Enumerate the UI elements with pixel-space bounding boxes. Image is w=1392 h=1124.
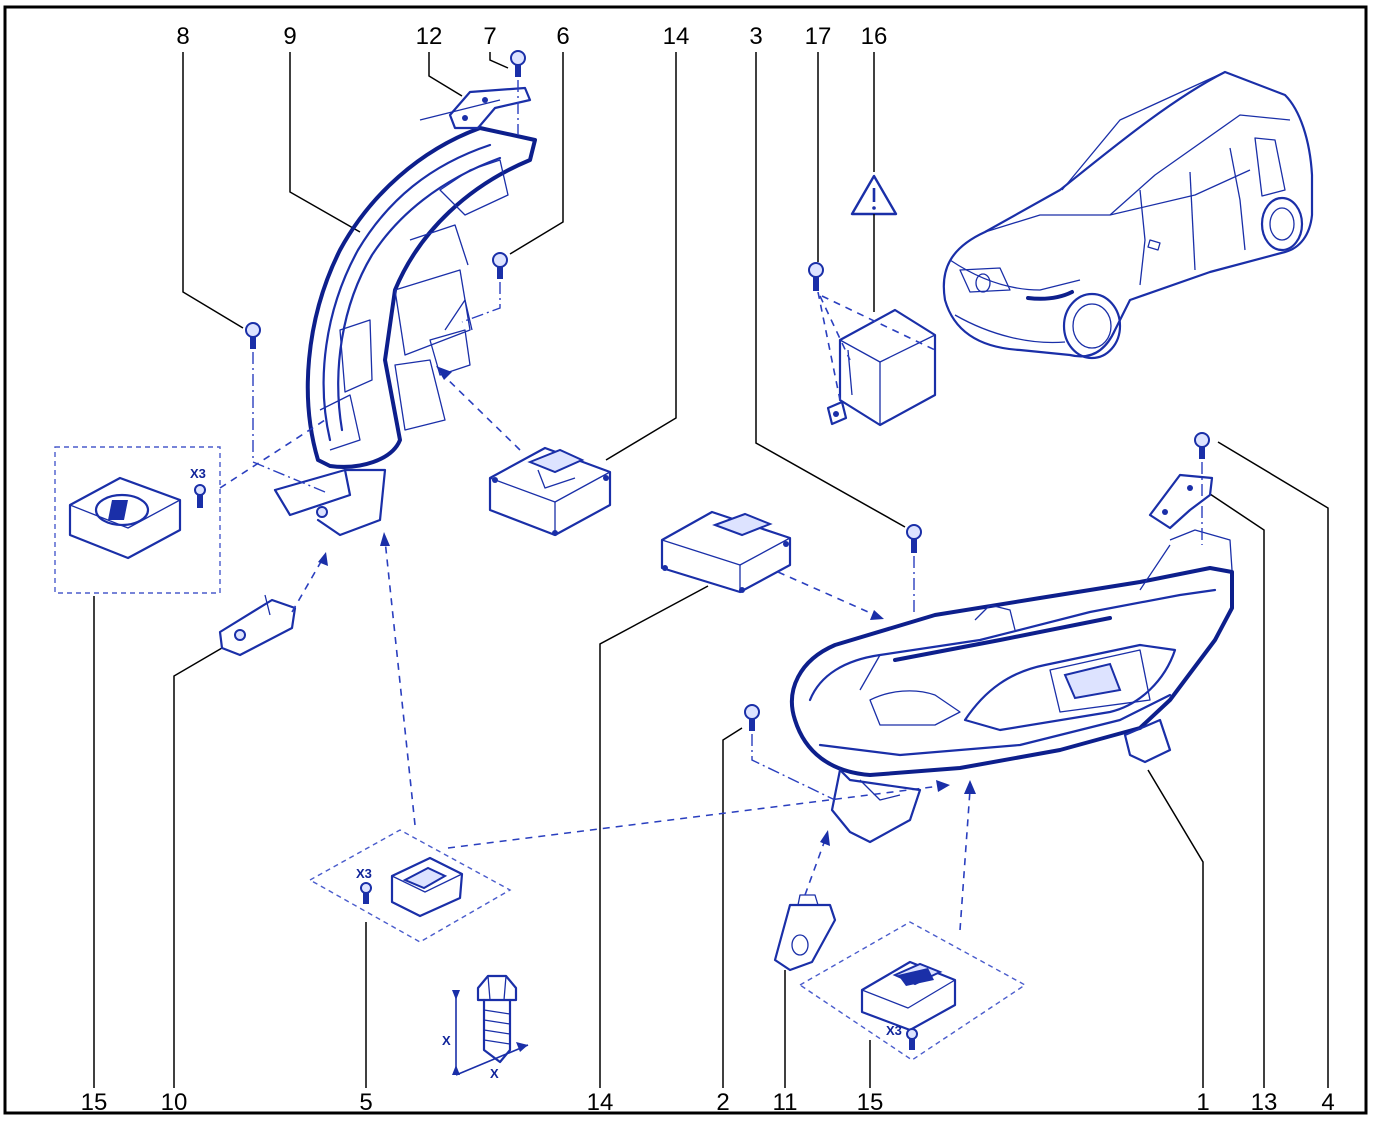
- bracket-10: [218, 552, 328, 657]
- kit-15-right: X3: [798, 780, 1027, 1061]
- label-17: 17: [805, 23, 832, 50]
- leader-8: [182, 52, 244, 329]
- label-8: 8: [176, 23, 189, 50]
- screw-3-icon: [906, 524, 922, 615]
- label-6: 6: [556, 23, 569, 50]
- leader-3: [755, 52, 906, 528]
- label-15-left: 15: [81, 1089, 108, 1116]
- leader-14-top: [605, 52, 677, 461]
- screw-4-icon: [1194, 432, 1210, 545]
- label-14-top: 14: [663, 23, 690, 50]
- left-headlight-assembly: [273, 99, 537, 537]
- label-13: 13: [1251, 1089, 1278, 1116]
- dimension-x-horizontal: X: [490, 1066, 499, 1081]
- leader-12: [428, 52, 463, 97]
- label-2: 2: [716, 1089, 729, 1116]
- kit-5: X3: [308, 532, 950, 943]
- leader-10: [173, 647, 223, 1088]
- label-4: 4: [1321, 1089, 1334, 1116]
- leader-9: [289, 52, 361, 233]
- warning-triangle-icon: [850, 174, 898, 312]
- headlight-control-unit: [808, 262, 937, 427]
- screw-17-icon: [808, 262, 824, 291]
- qty-tag-kit-15-left: X3: [190, 466, 206, 481]
- label-12: 12: [416, 23, 443, 50]
- label-9: 9: [283, 23, 296, 50]
- kit-15-right-box: [798, 921, 1027, 1061]
- leader-4: [1217, 441, 1329, 1088]
- qty-tag-kit-15-right: X3: [886, 1023, 902, 1038]
- label-7: 7: [483, 23, 496, 50]
- leader-13: [1209, 493, 1265, 1088]
- right-headlight-assembly: [789, 529, 1234, 844]
- leader-lines: [93, 52, 1329, 1088]
- dimension-x-vertical: X: [442, 1033, 451, 1048]
- label-14-bottom: 14: [587, 1089, 614, 1116]
- label-5: 5: [359, 1089, 372, 1116]
- leader-2: [722, 727, 743, 1088]
- kit-5-box: [308, 829, 512, 943]
- diagram-frame: [3, 5, 1368, 1115]
- bottom-labels: 15 10 5 14 2 11 15 1 13 4: [81, 1089, 1335, 1116]
- bracket-13: [1148, 473, 1214, 530]
- kit-15-left: X3: [54, 419, 326, 594]
- ballast-module-14-top: [436, 366, 612, 537]
- leader-1: [1147, 769, 1204, 1088]
- screw-2-icon: [744, 704, 836, 801]
- label-1: 1: [1196, 1089, 1209, 1116]
- qty-tag-kit-5: X3: [356, 866, 372, 881]
- leader-6: [509, 52, 564, 255]
- screw-6-icon: [461, 252, 508, 323]
- kit-15-left-box: [54, 446, 221, 594]
- screw-dimension-detail: X X: [442, 974, 529, 1081]
- label-10: 10: [161, 1089, 188, 1116]
- bracket-12: [448, 86, 532, 130]
- leader-7: [489, 52, 509, 69]
- label-3: 3: [749, 23, 762, 50]
- leader-14-bottom: [599, 585, 709, 1088]
- screw-8-icon: [245, 322, 326, 493]
- label-16: 16: [861, 23, 888, 50]
- label-11: 11: [773, 1089, 798, 1116]
- bracket-11: [773, 830, 837, 972]
- ballast-module-14-bottom: [660, 510, 884, 620]
- label-15-right: 15: [857, 1089, 884, 1116]
- top-labels: 8 9 12 7 6 14 3 17 16: [176, 23, 887, 50]
- screw-7-icon: [510, 50, 526, 135]
- car-illustration: [942, 70, 1314, 360]
